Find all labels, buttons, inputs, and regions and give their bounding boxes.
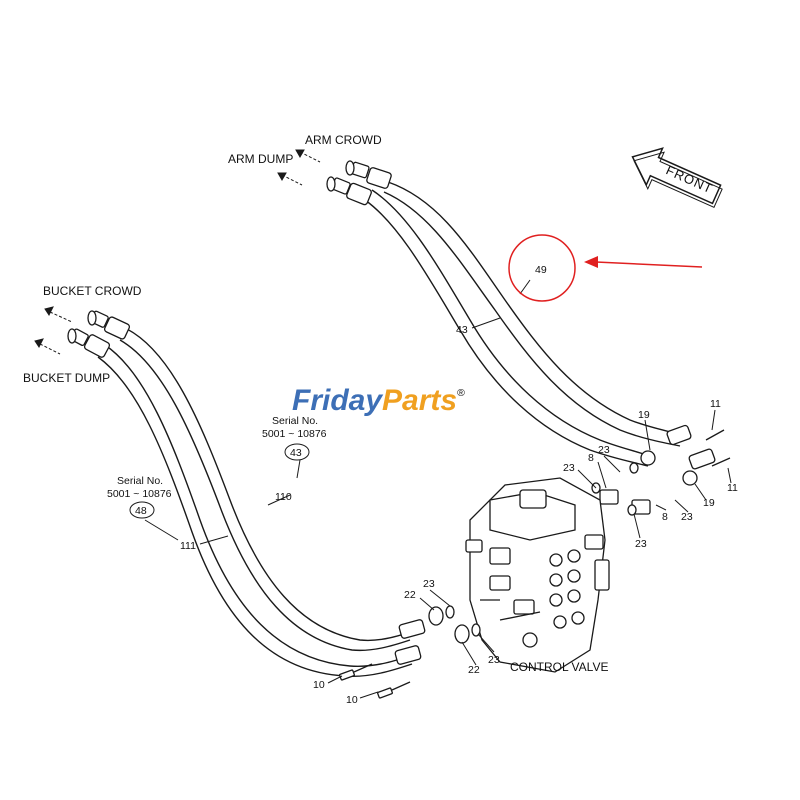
part-number-10-top: 10 [313, 679, 325, 691]
serial-ref-oval-48 [129, 501, 155, 519]
hose-bucket-crowd [124, 327, 416, 642]
part-number-19-bottom: 19 [703, 497, 715, 509]
serial-note-lower-title: Serial No. [117, 475, 163, 487]
part-number-110: 110 [275, 491, 292, 503]
serial-note-upper-range: 5001 ~ 10876 [262, 428, 327, 440]
serial-note-lower-ref: 48 [135, 505, 147, 517]
serial-note-upper-title: Serial No. [272, 415, 318, 427]
label-bucket-crowd: BUCKET CROWD [43, 284, 142, 298]
valve-upper-fittings [591, 424, 731, 516]
highlight-pointer-arrow [584, 256, 703, 268]
part-number-23-b: 23 [563, 462, 575, 474]
label-bucket-dump: BUCKET DUMP [23, 371, 110, 385]
part-number-22-bottom: 22 [468, 664, 480, 676]
part-number-10-bottom: 10 [346, 694, 358, 706]
front-arrow-icon [631, 147, 723, 209]
part-number-23-c: 23 [681, 511, 693, 523]
label-arm-crowd: ARM CROWD [305, 133, 382, 147]
leader-lines [144, 279, 732, 699]
part-number-23-d: 23 [635, 538, 647, 550]
watermark-logo: FridayParts® [292, 384, 465, 417]
bucket-hose-fittings [67, 310, 426, 665]
part-number-8-bottom: 8 [662, 511, 668, 523]
control-valve [465, 477, 610, 673]
serial-ref-oval-43 [284, 443, 310, 461]
part-number-11-bottom: 11 [727, 482, 738, 494]
part-number-23-f: 23 [488, 654, 500, 666]
arm-hose-fittings [326, 160, 392, 206]
part-number-49: 49 [535, 264, 547, 276]
part-number-23-a: 23 [598, 444, 610, 456]
part-number-11-top: 11 [710, 398, 721, 410]
part-number-23-e: 23 [423, 578, 435, 590]
label-arm-dump: ARM DUMP [228, 152, 293, 166]
part-number-111: 111 [180, 540, 196, 552]
part-number-8-top: 8 [588, 452, 594, 464]
label-control-valve: CONTROL VALVE [510, 660, 608, 674]
serial-note-upper-ref: 43 [290, 447, 302, 459]
hose-arm-dump [371, 189, 656, 459]
serial-note-lower-range: 5001 ~ 10876 [107, 488, 172, 500]
part-number-19-top: 19 [638, 409, 650, 421]
direction-arrow-icon [34, 149, 321, 355]
part-number-43: 43 [456, 324, 468, 336]
part-number-22-top: 22 [404, 589, 416, 601]
highlight-circle-icon [508, 234, 576, 302]
arm-hoses [364, 181, 689, 467]
